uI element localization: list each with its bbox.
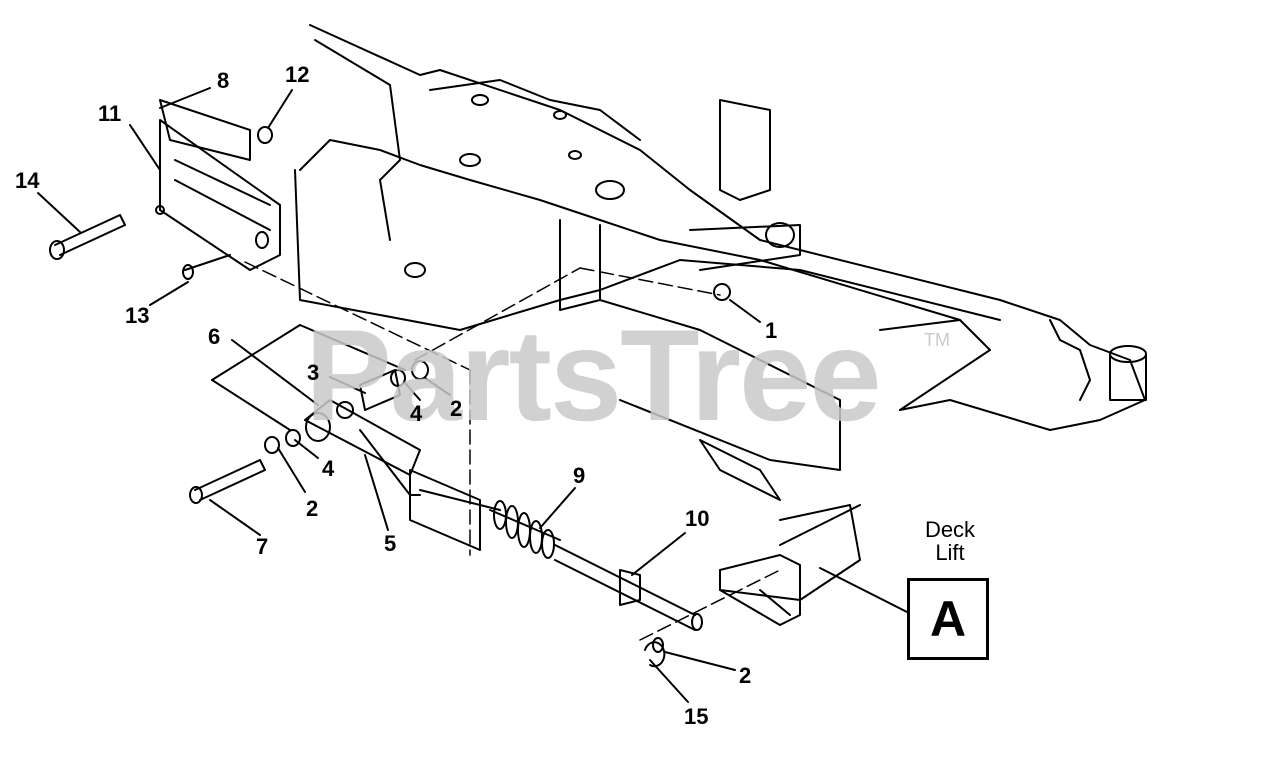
bushing-3 xyxy=(359,360,429,411)
callout-15: 15 xyxy=(684,704,709,729)
bolt-14 xyxy=(49,214,126,260)
callout-4-upper: 4 xyxy=(410,401,423,426)
callout-4-lower: 4 xyxy=(322,456,335,481)
callout-10: 10 xyxy=(685,506,710,531)
deck-lift-title-line2: Lift xyxy=(935,540,965,566)
callout-2-right: 2 xyxy=(739,663,752,688)
washer-4-lower xyxy=(285,429,301,447)
deck-lift-bracket xyxy=(719,504,861,626)
spring-rod-9 xyxy=(409,469,703,631)
deck-lift-title: Deck Lift xyxy=(908,518,992,564)
washer-1 xyxy=(713,283,731,301)
clip-15 xyxy=(644,637,666,668)
callout-12: 12 xyxy=(285,62,310,87)
main-frame xyxy=(294,24,1147,601)
washer-12 xyxy=(257,126,273,144)
bolt-13 xyxy=(182,254,231,280)
callout-1: 1 xyxy=(765,318,778,343)
callout-5: 5 xyxy=(384,531,397,556)
callout-14: 14 xyxy=(15,168,40,193)
washer-2-lower xyxy=(264,436,280,454)
dashed-leaders xyxy=(244,261,781,641)
callout-13: 13 xyxy=(125,303,150,328)
callout-11: 11 xyxy=(98,101,122,126)
callout-7: 7 xyxy=(256,534,269,559)
callout-leaders xyxy=(37,87,908,703)
bracket-assembly xyxy=(155,99,281,271)
reference-box-a: A xyxy=(907,578,989,660)
callout-6: 6 xyxy=(208,324,221,349)
callout-9: 9 xyxy=(573,463,586,488)
callout-8: 8 xyxy=(217,68,230,93)
bolt-7 xyxy=(189,459,266,504)
callout-2-lower: 2 xyxy=(306,496,319,521)
deck-lift-title-line1: Deck xyxy=(924,517,976,542)
watermark: PartsTree xyxy=(305,302,882,448)
trademark: TM xyxy=(924,330,950,350)
callout-3: 3 xyxy=(307,360,320,385)
callout-2-upper: 2 xyxy=(450,396,463,421)
